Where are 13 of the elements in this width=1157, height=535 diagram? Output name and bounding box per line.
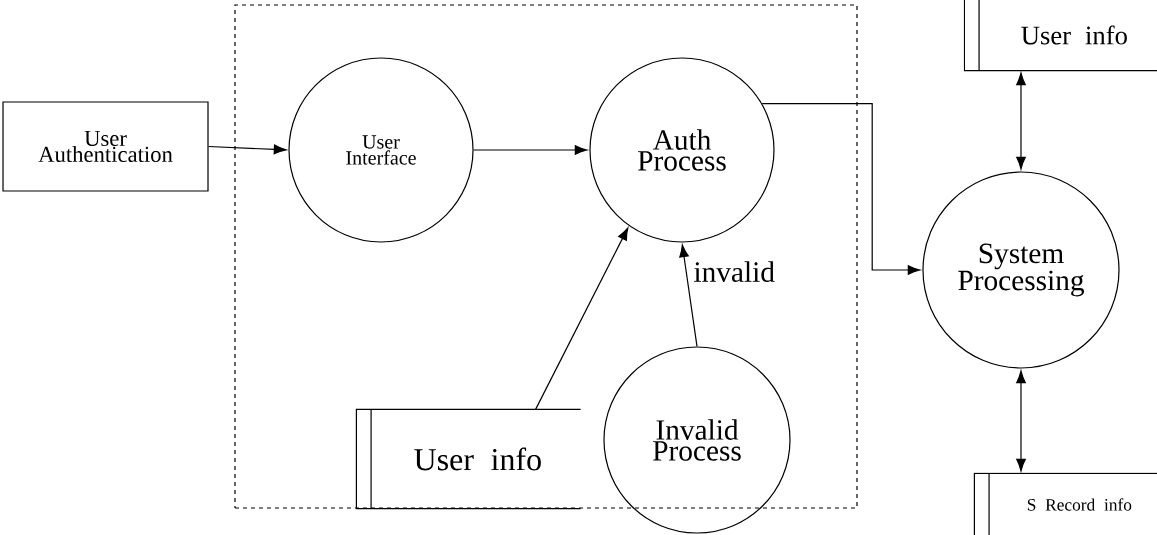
arrow (473, 145, 588, 155)
arrow (761, 103, 921, 275)
arrow (1016, 72, 1026, 170)
arrow (1016, 370, 1026, 472)
edge-label: invalid (692, 260, 777, 284)
arrow (679, 244, 698, 347)
data-store: User info (355, 408, 582, 510)
arrow (535, 227, 629, 410)
data-store: S Record info (973, 472, 1157, 535)
data-store: User info (963, 0, 1157, 72)
dashed-boundary (234, 4, 858, 509)
arrow (208, 144, 287, 155)
entity-box: User Authentication (2, 101, 209, 192)
